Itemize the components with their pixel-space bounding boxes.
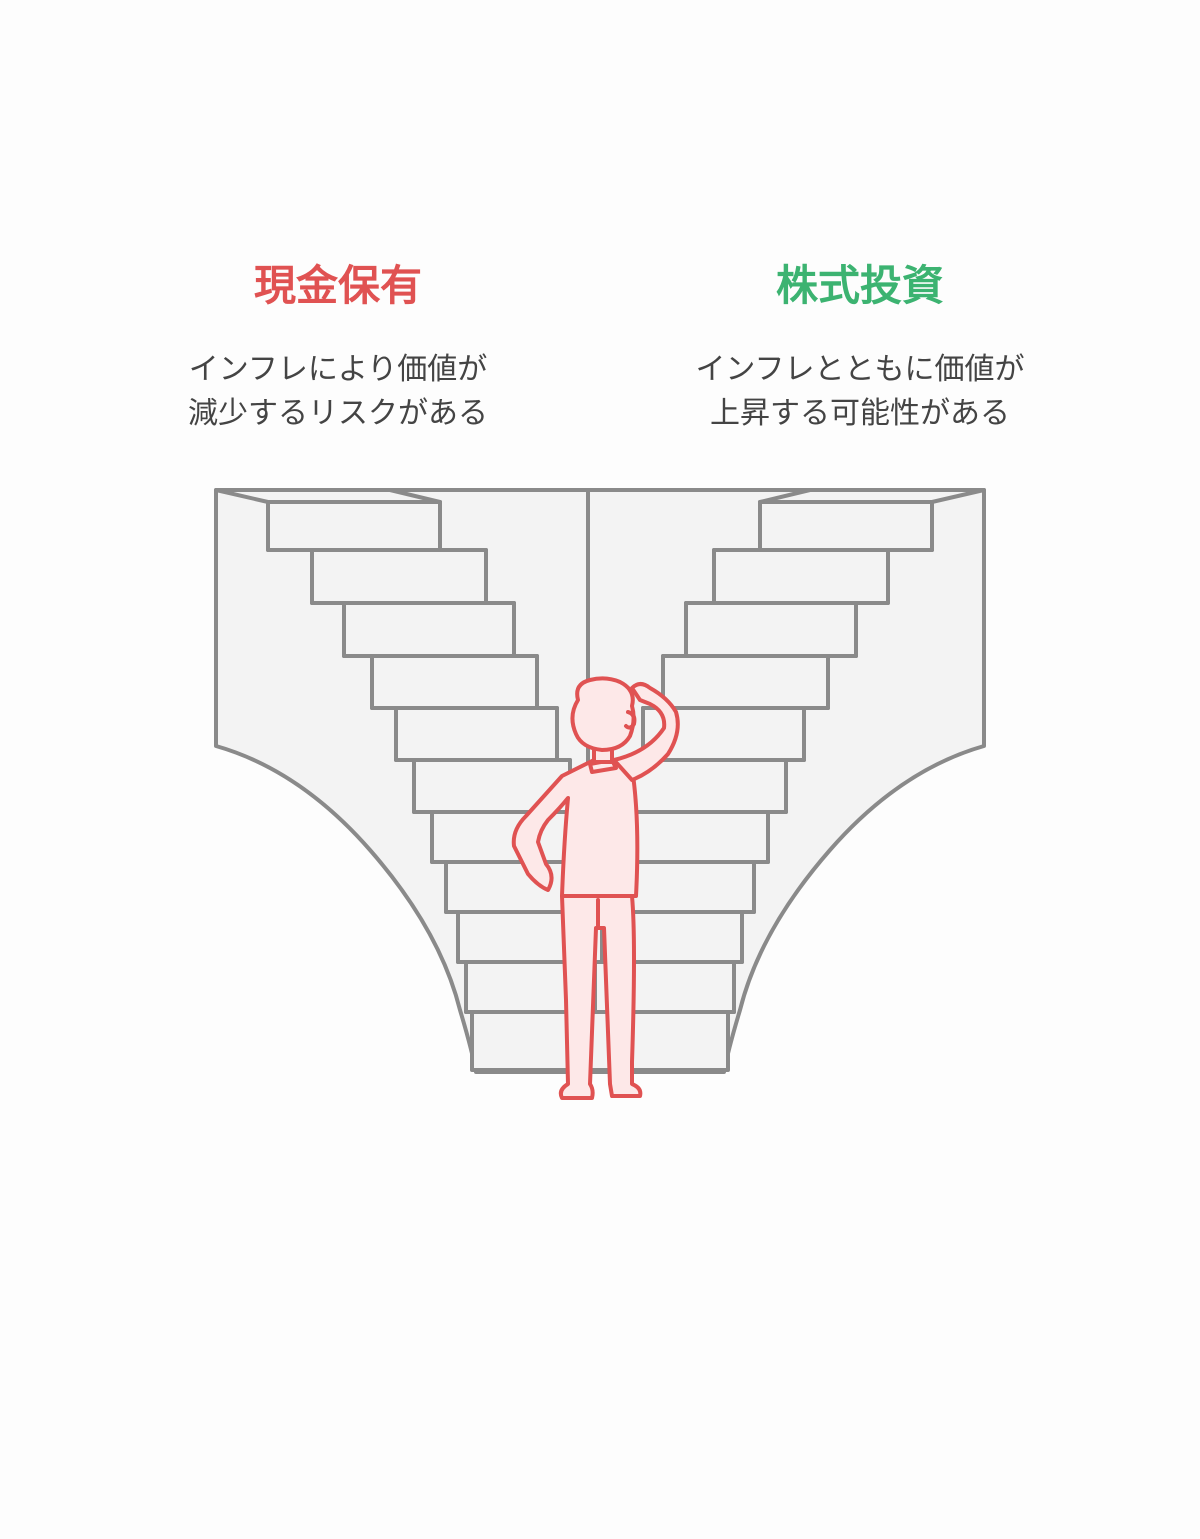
stair-step [394,706,559,762]
stair-step [712,548,890,605]
stair-step [758,500,934,552]
stair-step [266,500,442,552]
stair-step [370,654,539,710]
option-description-stock: インフレとともに価値が 上昇する可能性がある [610,348,1110,436]
left-staircase [214,488,614,1074]
description-line: インフレにより価値が [188,352,488,387]
stair-step [661,654,830,710]
person-head [570,676,636,752]
description-line: 上昇する可能性がある [710,396,1010,431]
option-description-cash: インフレにより価値が 減少するリスクがある [88,348,588,436]
person-icon [511,676,680,1100]
person-torso [511,758,640,898]
description-line: インフレとともに価値が [695,352,1025,387]
stair-step [430,810,582,864]
description-line: 減少するリスクがある [188,396,488,431]
person-raised-arm [612,682,680,782]
person-ear [624,710,637,730]
right-staircase [586,488,986,1074]
stair-step [342,601,516,658]
option-title-stock: 株式投資 [775,261,944,310]
option-stock-investment: 株式投資 インフレとともに価値が 上昇する可能性がある [610,258,1110,436]
option-title-cash: 現金保有 [253,261,422,310]
option-cash-holding: 現金保有 インフレにより価値が 減少するリスクがある [88,258,588,436]
stair-step [684,601,858,658]
person-left-leg [558,894,643,1100]
stair-step [618,810,770,864]
stair-step [310,548,488,605]
